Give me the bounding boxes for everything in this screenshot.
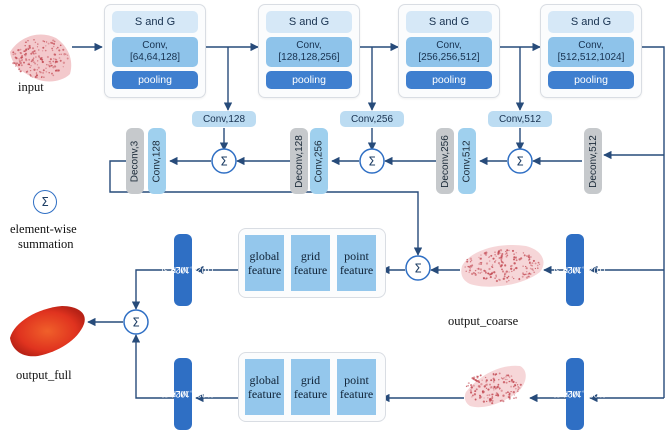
encoder-conv-3: Conv,[256,256,512] xyxy=(406,37,492,67)
skip-conv-128: Conv,128 xyxy=(192,111,256,127)
encoder-block-1: S and G Conv,[64,64,128] pooling xyxy=(104,4,206,98)
pooling-label: pooling xyxy=(112,71,198,89)
skip-conv-512: Conv,512 xyxy=(488,111,552,127)
output-coarse-label: output_coarse xyxy=(448,314,519,328)
svg-text:Σ: Σ xyxy=(220,155,228,169)
deconv-128: Deconv,128 xyxy=(290,128,308,194)
sample-group-label: S and G xyxy=(266,11,352,33)
mlp-coarse-right: MLP,[1024,1024,3] xyxy=(554,234,606,306)
sample-group-label: S and G xyxy=(548,11,634,33)
encoder-block-4: S and G Conv,[512,512,1024] pooling xyxy=(540,4,642,98)
decoder-conv-256: Conv,256 xyxy=(310,128,328,194)
fine-point-cloud xyxy=(464,365,526,408)
legend-line-1: element-wise xyxy=(10,222,77,236)
svg-text:Σ: Σ xyxy=(132,316,140,330)
legend-line-2: summation xyxy=(18,237,74,251)
sum-node-1: Σ xyxy=(211,148,237,174)
encoder-conv-1: Conv,[64,64,128] xyxy=(112,37,198,67)
sample-group-label: S and G xyxy=(112,11,198,33)
sum-node-2: Σ xyxy=(359,148,385,174)
pooling-label: pooling xyxy=(548,71,634,89)
svg-text:Σ: Σ xyxy=(368,155,376,169)
output-full-shape xyxy=(10,306,85,357)
sample-group-label: S and G xyxy=(406,11,492,33)
encoder-block-2: S and G Conv,[128,128,256] pooling xyxy=(258,4,360,98)
deconv-3: Deconv,3 xyxy=(126,128,144,194)
svg-text:Σ: Σ xyxy=(516,155,524,169)
output-full-label: output_full xyxy=(16,368,72,382)
pooling-label: pooling xyxy=(406,71,492,89)
mlp-fine-left: MLP,[1024,1024,3] xyxy=(162,358,214,430)
sum-node-3: Σ xyxy=(507,148,533,174)
decoder-conv-128: Conv,128 xyxy=(148,128,166,194)
coarse-point-cloud xyxy=(461,244,544,287)
input-point-cloud xyxy=(10,34,72,82)
pooling-label: pooling xyxy=(266,71,352,89)
encoder-conv-4: Conv,[512,512,1024] xyxy=(548,37,634,67)
mlp-coarse-left: MLP,[1024,1024,3] xyxy=(162,234,214,306)
deconv-512: Deconv,512 xyxy=(584,128,602,194)
encoder-block-3: S and G Conv,[256,256,512] pooling xyxy=(398,4,500,98)
input-label: input xyxy=(18,80,44,94)
svg-text:Σ: Σ xyxy=(414,262,422,276)
summation-legend-icon: Σ xyxy=(33,190,57,214)
encoder-conv-2: Conv,[128,128,256] xyxy=(266,37,352,67)
mlp-fine-right: MLP,[1024,1024,3] xyxy=(554,358,606,430)
decoder-conv-512: Conv,512 xyxy=(458,128,476,194)
sum-node-final: Σ xyxy=(123,309,149,335)
deconv-256: Deconv,256 xyxy=(436,128,454,194)
skip-conv-256: Conv,256 xyxy=(340,111,404,127)
sum-node-coarse: Σ xyxy=(405,255,431,281)
